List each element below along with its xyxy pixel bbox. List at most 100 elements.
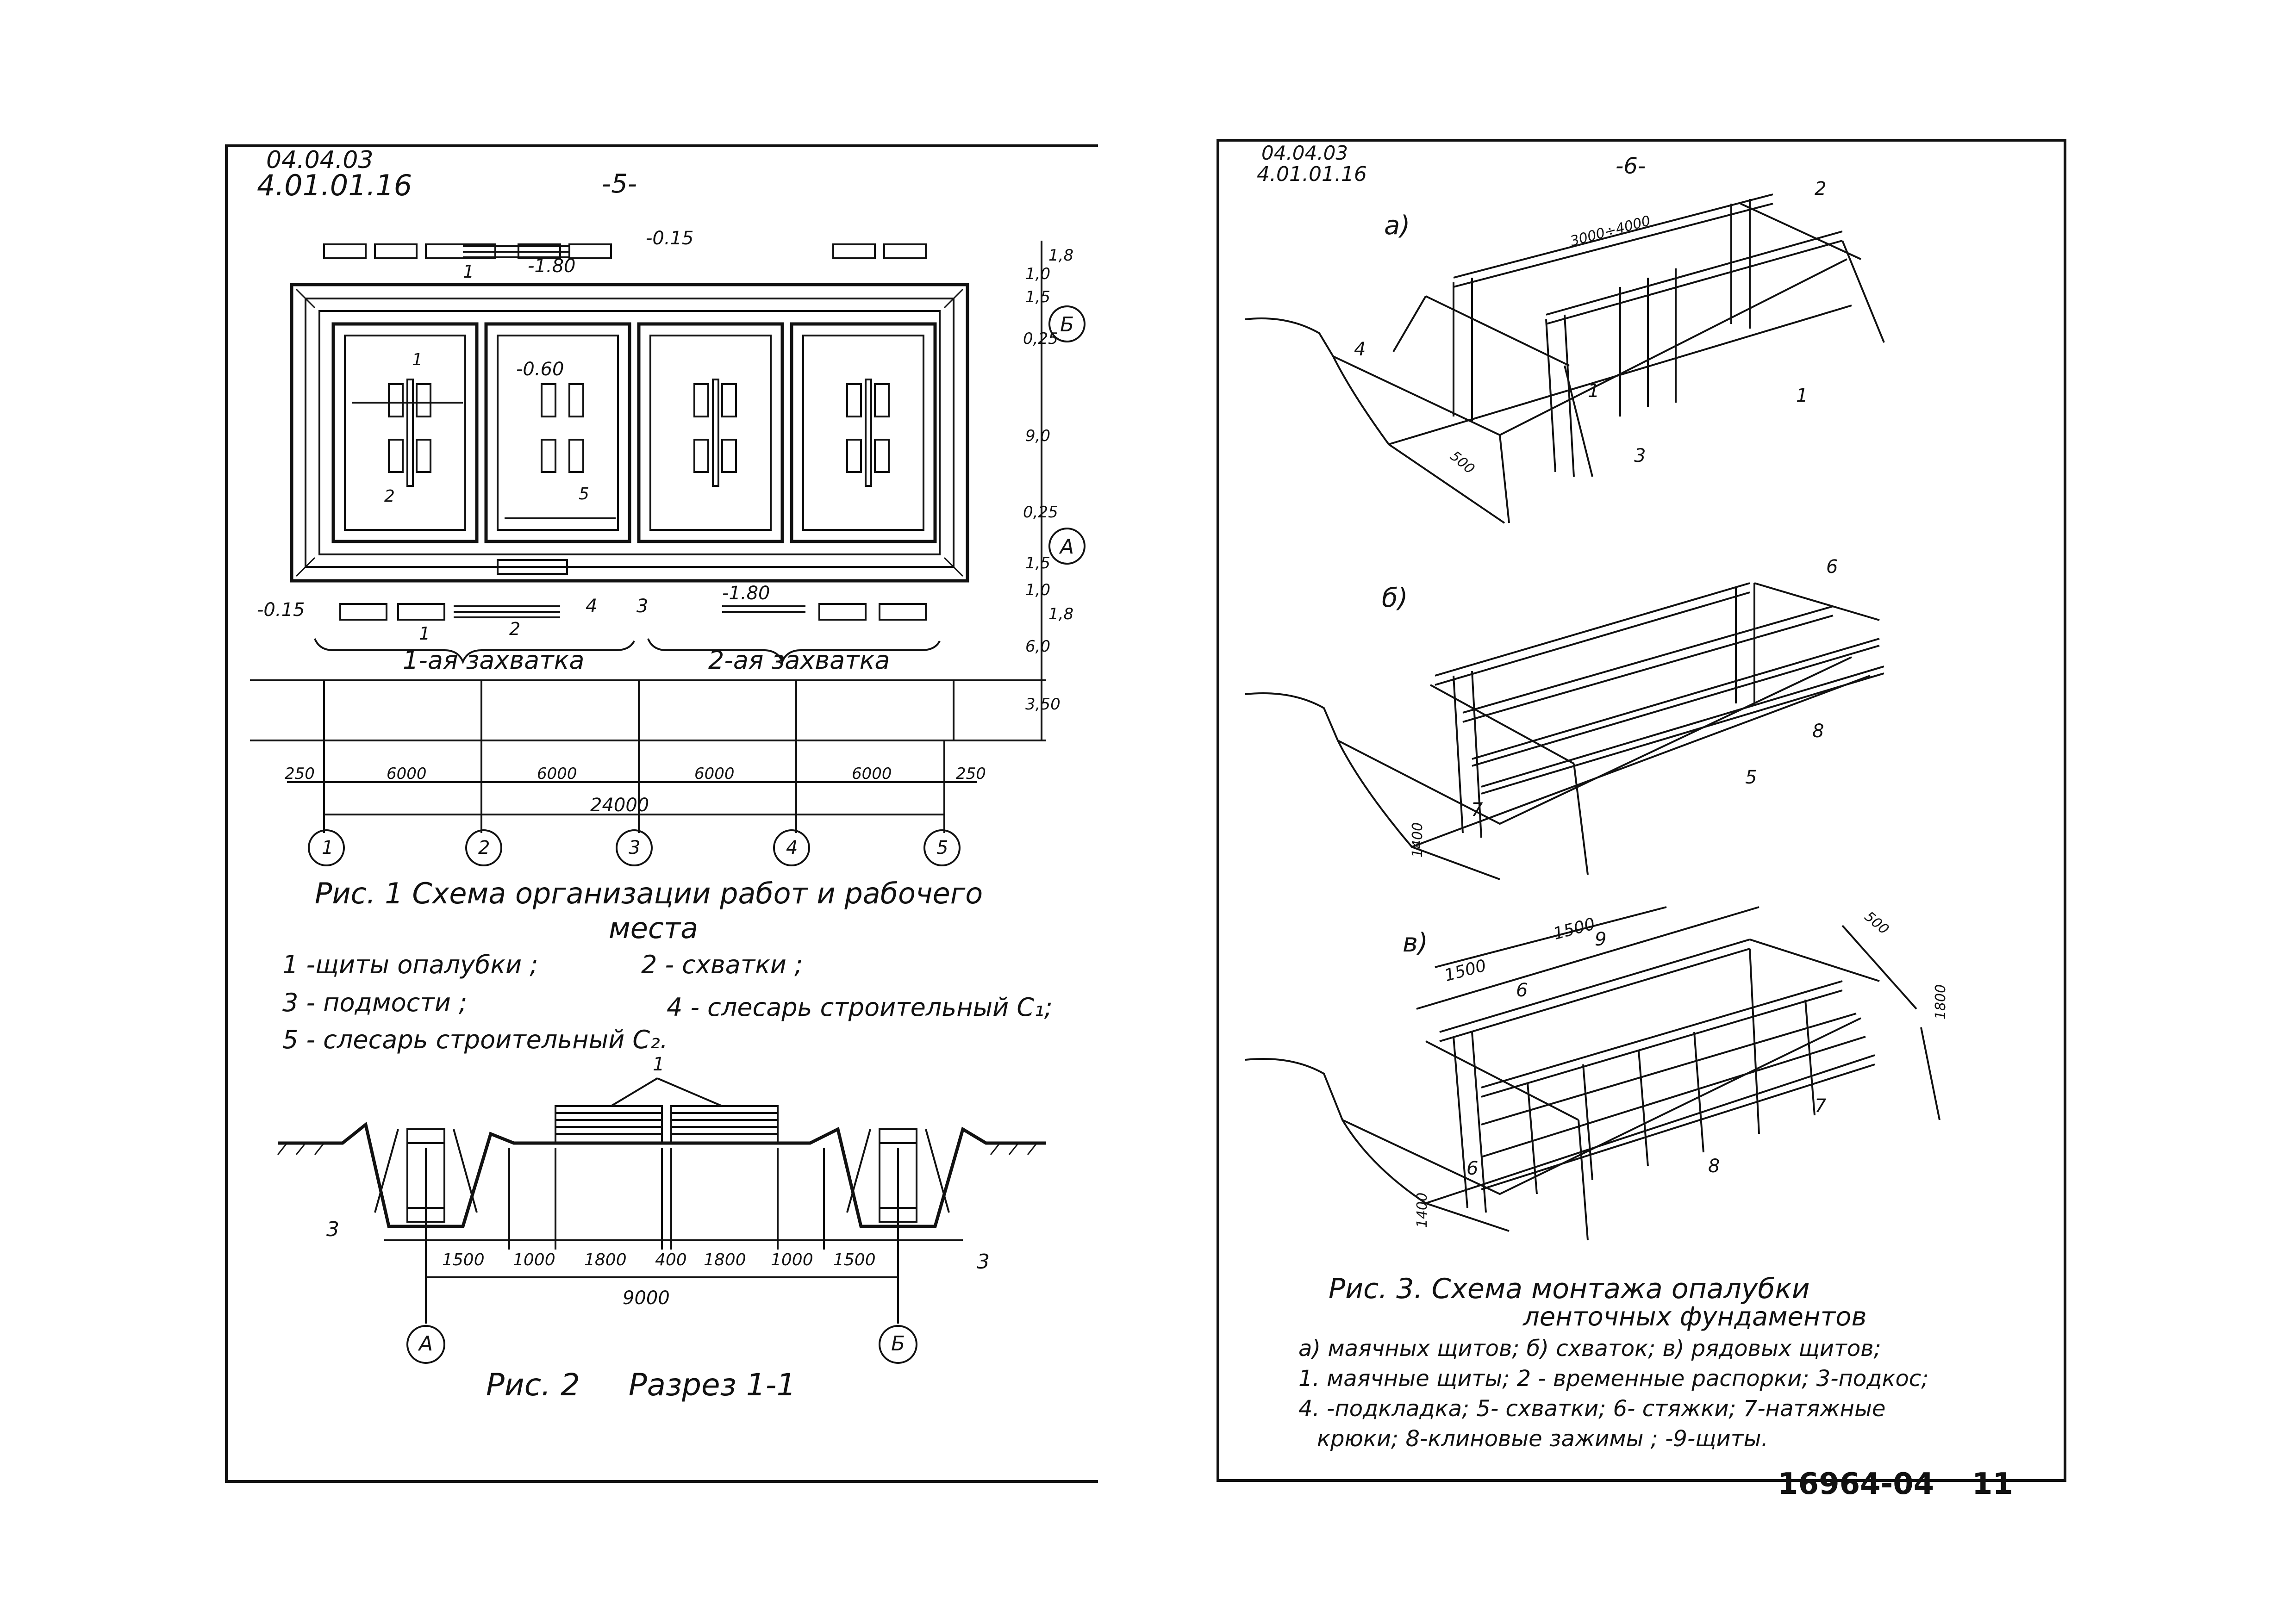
fig1-dim-right-1: 1,8 (1048, 246, 1074, 265)
fig1-dim-right-3: 1,5 (1025, 288, 1051, 306)
fig1-level-pit-bottom: -1.80 (722, 583, 770, 604)
fig3a-label: а) (1384, 211, 1410, 241)
fig3b-callout-7: 7 (1471, 799, 1483, 821)
fig1-dim-right-8: 1,0 (1025, 581, 1051, 599)
fig1-dim-bottom-4: 6000 (694, 765, 735, 783)
fig1-total-dim: 24000 (590, 795, 649, 816)
fig1-dim-right-11: 3,50 (1025, 695, 1061, 714)
fig1-callout-3: 3 (636, 596, 649, 617)
fig3a-callout-3: 3 (1634, 445, 1646, 466)
fig1-dim-bottom-2: 6000 (387, 765, 427, 783)
fig3-legend-4: крюки; 8-клиновые зажимы ; -9-щиты. (1317, 1426, 1768, 1452)
fig2-caption: Рис. 2 Разрез 1-1 (486, 1367, 796, 1403)
fig1-dim-right-5: 9,0 (1025, 427, 1051, 445)
fig2-callout-3-left: 3 (326, 1218, 339, 1241)
fig1-dim-right-2: 1,0 (1025, 265, 1051, 283)
fig3b-callout-5: 5 (1745, 767, 1757, 788)
fig3c-callout-6b: 6 (1466, 1158, 1479, 1179)
fig1-dim-right-10: 6,0 (1025, 637, 1051, 656)
fig3c-callout-7: 7 (1815, 1095, 1827, 1117)
right-code-line2: 4.01.01.16 (1257, 162, 1367, 186)
fig1-callout-2a: 2 (384, 487, 395, 506)
fig3c-callout-6a: 6 (1516, 980, 1528, 1001)
fig1-dim-right-4: 0,25 (1023, 330, 1058, 348)
fig1-callout-1b: 1 (419, 623, 430, 644)
fig3-caption-line1: Рис. 3. Схема монтажа опалубки (1329, 1273, 1810, 1305)
fig1-axis-3: 3 (629, 837, 641, 858)
fig1-level-top-left: -0.15 (257, 599, 305, 621)
fig2-dim-1: 1500 (442, 1250, 485, 1269)
fig3a-formwork (1392, 193, 1885, 477)
fig2-dim-5: 1800 (704, 1250, 746, 1269)
fig3a-callout-1a: 1 (1588, 380, 1600, 402)
fig2-dim-7: 1500 (833, 1250, 876, 1269)
fig1-legend-3: 3 - подмости ; (282, 988, 468, 1017)
fig3c-dim-5: 1400 (1414, 1192, 1431, 1228)
fig3a-callout-1b: 1 (1796, 385, 1808, 406)
right-code-line1: 04.04.03 (1261, 142, 1348, 164)
fig3b-label: б) (1382, 583, 1408, 613)
fig1-level-pit-top: -1.80 (528, 255, 576, 277)
fig1-dim-bottom-5: 6000 (852, 765, 892, 783)
fig2-axis-a: А (419, 1332, 433, 1356)
fig1-dim-right-7: 1,5 (1025, 554, 1051, 572)
fig1-axis-b-right: Б (1060, 313, 1074, 336)
fig1-axis-4: 4 (786, 837, 798, 858)
fig3b-callout-6: 6 (1826, 556, 1838, 578)
fig3-caption-line2: ленточных фундаментов (1523, 1302, 1867, 1332)
fig1-legend-2: 2 - схватки ; (641, 950, 803, 979)
fig2-total-dim: 9000 (623, 1287, 670, 1309)
fig2-dim-4: 400 (655, 1250, 687, 1269)
fig1-dim-bottom-1: 250 (285, 765, 315, 783)
fig2-dim-6: 1000 (771, 1250, 813, 1269)
fig2-panels-stacks (555, 1077, 779, 1144)
fig1-dim-right-6: 0,25 (1023, 503, 1058, 522)
fig2-dim-2: 1000 (513, 1250, 555, 1269)
left-code-line2: 4.01.01.16 (257, 168, 412, 202)
footer-doc-number: 16964-04 (1778, 1467, 1934, 1501)
fig1-axis-1: 1 (322, 837, 334, 858)
fig3b-trench (1245, 656, 1871, 880)
fig1-dim-right-9: 1,8 (1048, 605, 1074, 623)
fig3c-label: в) (1403, 928, 1428, 958)
fig1-top-blocks (323, 243, 927, 259)
left-code-line1: 04.04.03 (266, 146, 374, 174)
fig1-dim-bottom-3: 6000 (537, 765, 577, 783)
fig3c-formwork (1416, 906, 1940, 1241)
fig1-axis-5: 5 (936, 837, 948, 858)
fig3-legend-2: 1. маячные щиты; 2 - временные распорки;… (1298, 1366, 1929, 1392)
left-sheet-frame (225, 144, 1098, 1483)
right-sheet-frame (1217, 139, 2066, 1482)
fig3b-dim-height: 1400 (1410, 822, 1426, 858)
fig1-callout-2b: 2 (509, 619, 521, 639)
fig3a-trench (1245, 258, 1852, 524)
fig1-legend-5: 5 - слесарь строительный C₂. (282, 1025, 668, 1054)
fig2-dim-3: 1800 (584, 1250, 627, 1269)
fig3a-callout-2: 2 (1815, 178, 1827, 199)
fig1-axis-2: 2 (478, 837, 490, 858)
fig1-callout-4: 4 (586, 596, 598, 617)
fig2-callout-3-right: 3 (977, 1250, 990, 1274)
fig2-dimensions (384, 1148, 963, 1364)
fig3-legend-1: а) маячных щитов; б) схваток; в) рядовых… (1298, 1336, 1881, 1362)
fig1-dim-bottom-6: 250 (956, 765, 986, 783)
fig1-zone-2: 2-ая захватка (708, 646, 890, 675)
fig1-caption-line2: места (609, 911, 699, 945)
fig3c-dim-4: 1800 (1933, 984, 1949, 1020)
fig2-axis-b: Б (891, 1332, 905, 1356)
fig1-legend-4: 4 - слесарь строительный C₁; (667, 993, 1053, 1022)
fig3a-callout-4: 4 (1354, 339, 1366, 360)
fig3b-formwork (1430, 582, 1884, 875)
fig1-zone-1: 1-ая захватка (403, 646, 585, 675)
right-page-number: -6- (1616, 153, 1646, 179)
left-page-number: -5- (602, 169, 637, 199)
fig3c-callout-9: 9 (1595, 929, 1607, 950)
fig1-callout-1a: 1 (412, 350, 423, 369)
fig1-section-mark: 1 (463, 261, 474, 282)
fig1-callout-5: 5 (579, 485, 589, 504)
fig3-legend-3: 4. -подкладка; 5- схватки; 6- стяжки; 7-… (1298, 1396, 1886, 1422)
fig1-caption-line1: Рис. 1 Схема организации работ и рабочег… (315, 877, 983, 910)
fig2-callout-1: 1 (653, 1054, 665, 1075)
